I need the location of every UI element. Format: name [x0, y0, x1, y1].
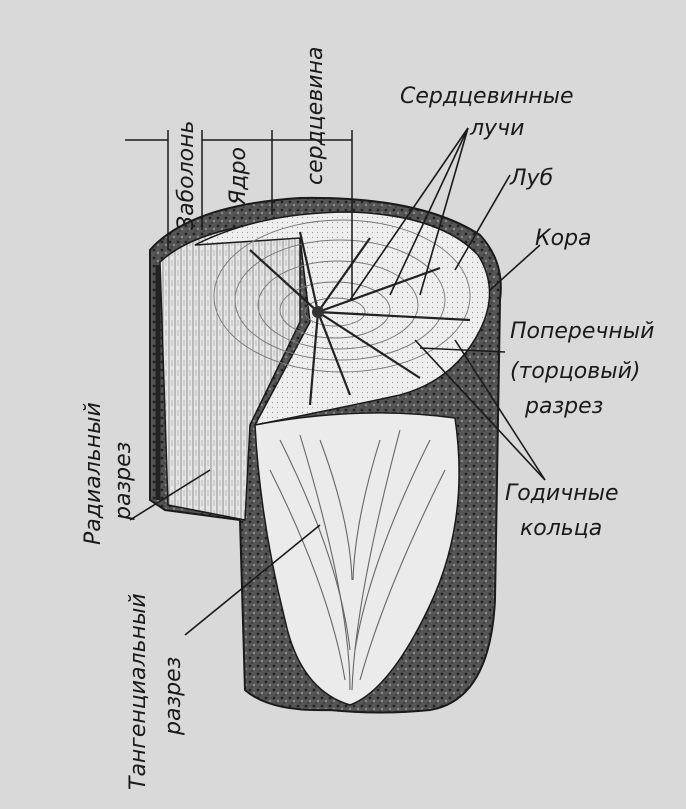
- annual-rings-cross: [213, 219, 471, 373]
- tangential-grain: [269, 429, 446, 691]
- cross-section-face: [194, 211, 491, 427]
- label-heartwood-rays-2: лучи: [469, 116, 524, 141]
- label-cross-section-1: Поперечный: [510, 319, 654, 344]
- label-radial-section-2: разрез: [111, 442, 136, 521]
- label-bast: Луб: [509, 166, 553, 191]
- label-sapwood: Заболонь: [174, 121, 199, 230]
- label-pith: сердцевина: [303, 47, 328, 185]
- label-tangential-section-2: разрез: [161, 657, 186, 736]
- label-cross-section-3: разрез: [524, 394, 603, 419]
- label-annual-rings-1: Годичные: [505, 481, 619, 506]
- leader-lines: [129, 127, 546, 636]
- label-heartwood-rays-1: Сердцевинные: [400, 84, 574, 109]
- medullary-rays: [249, 231, 471, 406]
- label-radial-section-1: Радиальный: [81, 402, 106, 545]
- label-tangential-section-1: Тангенциальный: [126, 593, 151, 790]
- dimension-marks: [125, 130, 353, 300]
- label-annual-rings-2: кольца: [520, 516, 602, 541]
- label-bark: Кора: [535, 226, 592, 251]
- pith-center: [312, 306, 324, 318]
- label-core: Ядро: [226, 147, 251, 206]
- label-cross-section-2: (торцовый): [510, 359, 640, 384]
